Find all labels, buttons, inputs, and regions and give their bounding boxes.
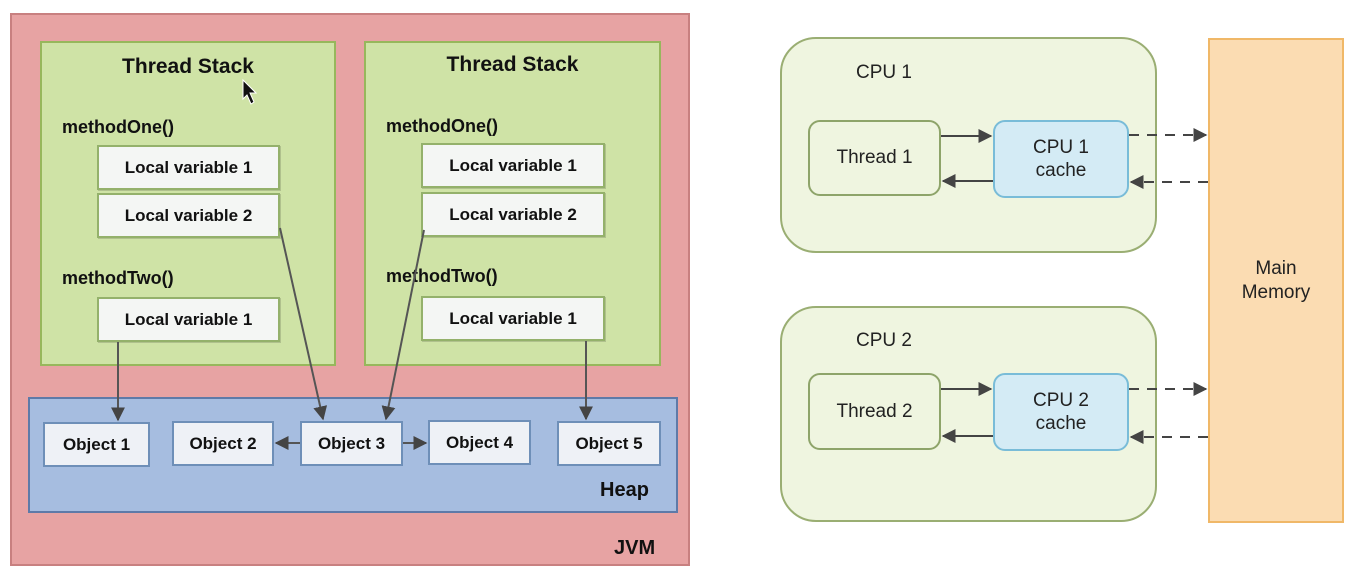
- local-variable-1: Local variable 1: [97, 145, 280, 190]
- thread-stack-title: Thread Stack: [446, 53, 579, 76]
- heap-object-5: Object 5: [557, 421, 661, 466]
- jvm-label: JVM: [614, 537, 656, 559]
- cpu-2-label: CPU 2: [856, 330, 912, 351]
- memory-line-1: Main: [1255, 257, 1297, 279]
- thread-1-box: Thread 1: [808, 120, 941, 196]
- local-variable-2: Local variable 2: [97, 193, 280, 238]
- cache-line-1: CPU 2: [1033, 390, 1089, 411]
- method-one-label: methodOne(): [386, 116, 498, 136]
- thread-2-box: Thread 2: [808, 373, 941, 450]
- cpu-2-cache: CPU 2 cache: [993, 373, 1129, 451]
- local-variable-1: Local variable 1: [421, 143, 605, 188]
- cache-line-2: cache: [1035, 160, 1087, 181]
- heap-object-3: Object 3: [300, 421, 403, 466]
- main-memory: Main Memory: [1208, 38, 1344, 523]
- heap-object-2: Object 2: [172, 421, 274, 466]
- local-variable-1: Local variable 1: [97, 297, 280, 342]
- heap-object-4: Object 4: [428, 420, 531, 465]
- local-variable-1: Local variable 1: [421, 296, 605, 341]
- heap-object-1: Object 1: [43, 422, 150, 467]
- method-one-label: methodOne(): [62, 117, 174, 137]
- ref-arrow: [279, 227, 328, 421]
- method-two-label: methodTwo(): [62, 268, 174, 288]
- cache-line-1: CPU 1: [1033, 137, 1089, 158]
- thread-stack-title: Thread Stack: [122, 55, 254, 78]
- local-variable-2: Local variable 2: [421, 192, 605, 237]
- ref-arrow: [381, 229, 425, 421]
- memory-line-2: Memory: [1241, 281, 1311, 303]
- cpu-1-label: CPU 1: [856, 62, 912, 83]
- cache-line-2: cache: [1035, 413, 1087, 434]
- heap-label: Heap: [600, 479, 649, 501]
- cpu-1-cache: CPU 1 cache: [993, 120, 1129, 198]
- mouse-cursor-icon: [242, 78, 258, 105]
